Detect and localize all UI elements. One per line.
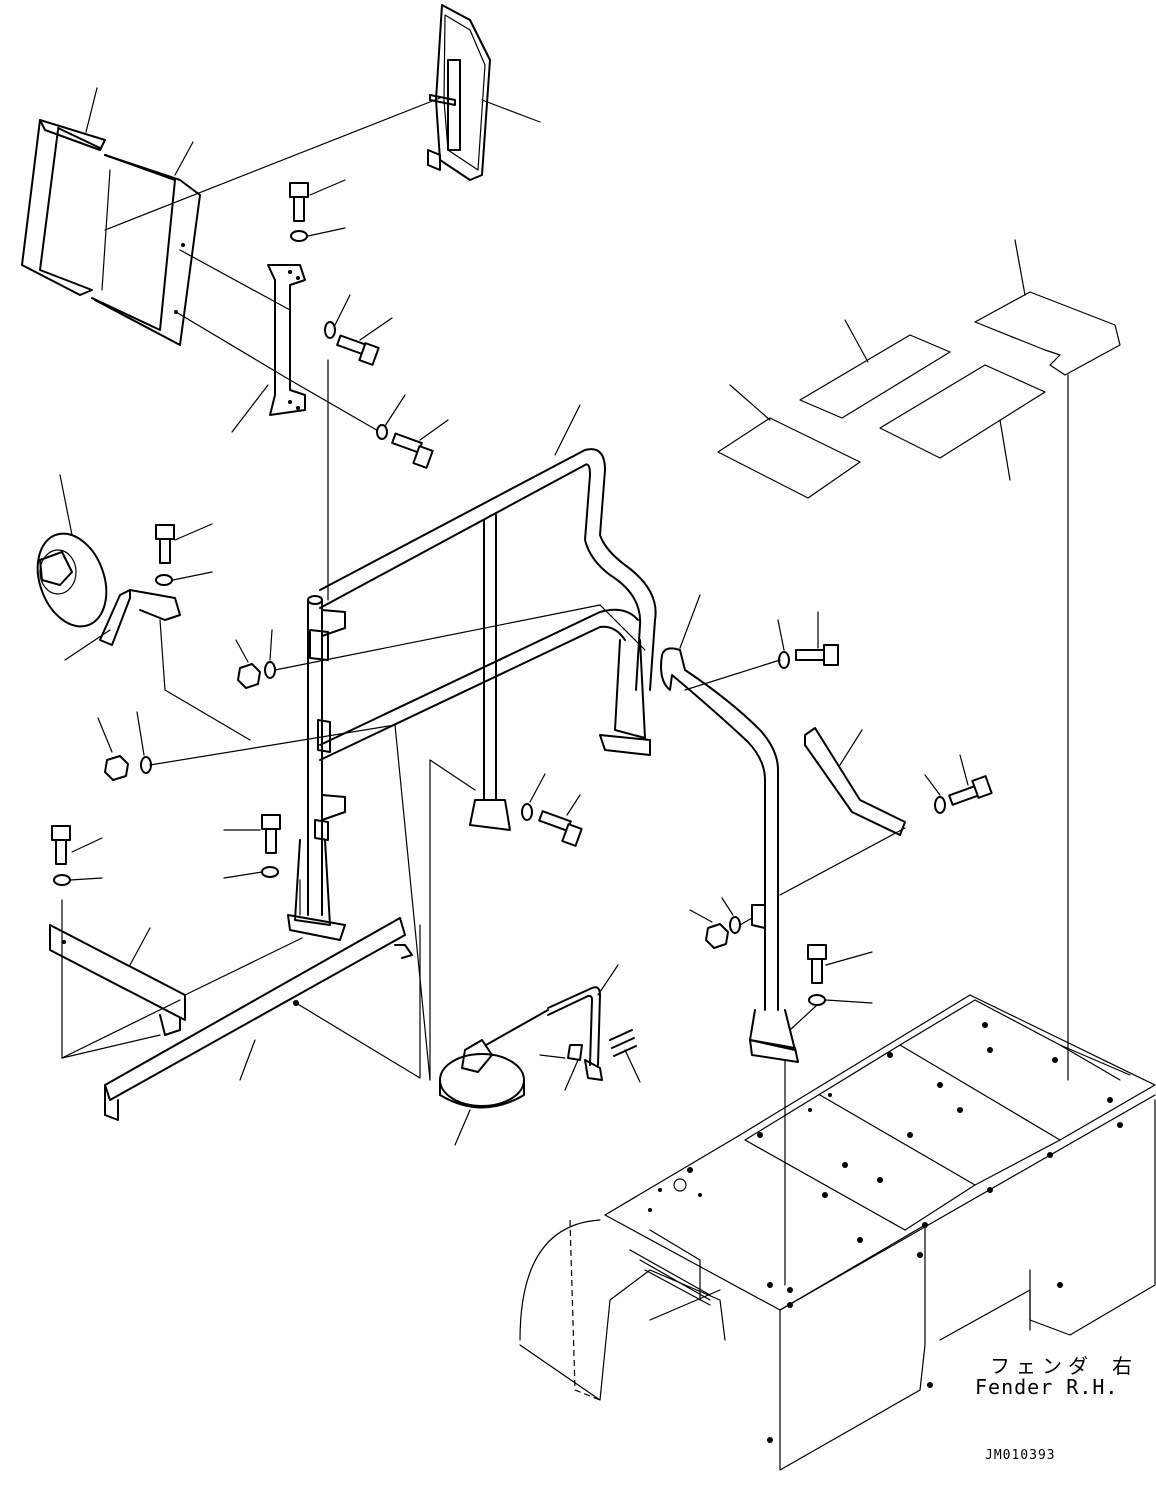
bolt-set-upper xyxy=(289,179,449,469)
mirror-bottom xyxy=(394,724,641,1146)
nut-washer-set xyxy=(97,604,646,781)
fender-label-japanese: フェンダ 右 xyxy=(990,1354,1139,1378)
mirror-left xyxy=(36,474,251,741)
leader-lines-top xyxy=(85,87,441,291)
assembly-leader-lines xyxy=(327,359,786,1286)
handrail-main xyxy=(287,404,657,941)
bolt-set-right-upper xyxy=(684,611,839,691)
lamp-bracket xyxy=(175,249,381,433)
fender-rh xyxy=(519,994,1156,1471)
fender-label-english: Fender R.H. xyxy=(975,1375,1119,1399)
lower-plate-long xyxy=(104,879,421,1121)
work-lamp xyxy=(427,4,541,181)
bolt-set-right-lower xyxy=(789,944,873,1031)
step-bar xyxy=(779,727,993,896)
bolt-set-mirror xyxy=(155,523,213,586)
bolt-set-lower-left xyxy=(51,814,281,886)
lower-plate-left xyxy=(49,899,186,1059)
nut-washer-right xyxy=(689,897,753,949)
handrail-right xyxy=(660,594,799,1063)
floor-mats xyxy=(717,239,1121,1081)
bolt-set-center xyxy=(429,759,583,1081)
drawing-number: JM010393 xyxy=(985,1448,1056,1463)
lamp-guard-frame xyxy=(21,119,201,346)
